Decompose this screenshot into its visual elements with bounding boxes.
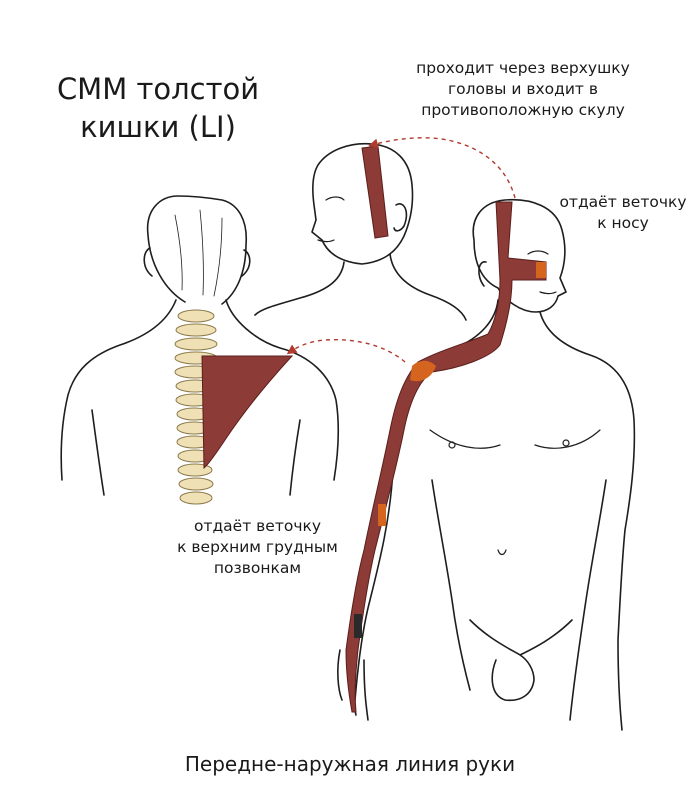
front-torso-right: [539, 311, 636, 731]
back-left-ear: [143, 247, 153, 277]
annotation-spine: отдаёт веточку к верхним грудным позвонк…: [150, 516, 365, 579]
front-chest-lines: [429, 429, 601, 449]
title-line-1: СММ толстой: [56, 72, 260, 106]
arrow-shoulder-to-back: [286, 338, 406, 363]
annotation-head-line-1: проходит через верхушку: [416, 59, 630, 77]
front-mouth: [539, 291, 557, 295]
annotation-spine-line-3: позвонкам: [213, 559, 302, 577]
back-meridian-zone: [201, 355, 294, 469]
front-right-nipple: [562, 439, 570, 447]
middle-head-figure: [254, 142, 467, 321]
middle-ear: [393, 203, 408, 232]
middle-eye: [325, 196, 345, 201]
front-eye: [527, 250, 549, 255]
annotation-nose: отдаёт веточку к носу: [548, 192, 698, 234]
front-ear: [478, 261, 487, 287]
annotation-spine-line-2: к верхним грудным: [177, 538, 338, 556]
front-navel: [497, 549, 507, 556]
annotation-head-line-3: противоположную скулу: [421, 101, 625, 119]
front-meridian-path: [345, 201, 547, 713]
middle-neck-shoulders: [254, 253, 467, 321]
annotation-head: проходит через верхушку головы и входит …: [388, 58, 658, 121]
front-wrist-accent: [354, 614, 362, 638]
front-groin: [469, 619, 573, 702]
front-head-outline: [472, 198, 567, 313]
diagram-title: СММ толстой кишки (LI): [38, 70, 278, 146]
front-shoulder-accent: [410, 360, 436, 382]
back-right-ear: [241, 249, 251, 277]
back-right-arm: [289, 419, 301, 496]
annotation-head-line-2: головы и входит в: [448, 80, 598, 98]
arrow-head-to-nose: [368, 137, 516, 199]
annotation-nose-line-1: отдаёт веточку: [559, 193, 687, 211]
bottom-caption: Передне-наружная линия руки: [184, 752, 516, 776]
back-head-outline: [146, 195, 247, 305]
middle-mouth: [317, 239, 335, 243]
back-left-arm: [91, 409, 105, 496]
back-shoulders-outline: [60, 299, 177, 481]
title-line-2: кишки (LI): [80, 110, 236, 144]
back-shoulders-outline-right: [225, 299, 339, 481]
front-left-nipple: [448, 441, 456, 449]
back-view-figure: [60, 195, 339, 496]
back-hair-lines: [174, 209, 223, 297]
annotation-spine-line-1: отдаёт веточку: [193, 517, 322, 535]
annotation-nose-line-2: к носу: [597, 214, 649, 232]
front-waist: [431, 479, 607, 721]
middle-meridian-band: [361, 145, 389, 239]
front-elbow-accent: [378, 504, 386, 526]
front-nose-accent: [536, 262, 546, 278]
